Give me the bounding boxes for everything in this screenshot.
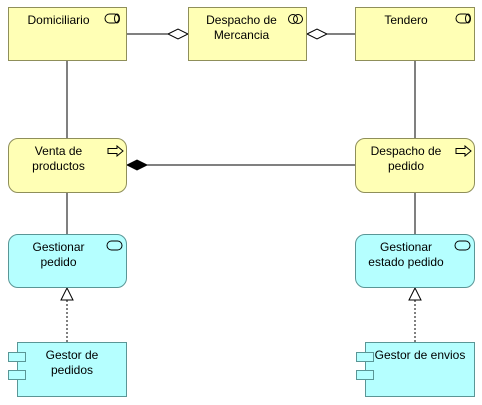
node-domiciliario[interactable]: Domiciliario	[8, 7, 127, 61]
role-icon	[455, 13, 471, 24]
component-tab	[356, 352, 374, 362]
component-tab	[8, 370, 26, 380]
realization-arrowhead	[60, 286, 74, 301]
node-label: Gestor de pedidos	[45, 348, 99, 377]
aggregation-diamond	[305, 28, 329, 40]
role-icon	[104, 13, 120, 24]
component-tab	[8, 352, 26, 362]
node-despacho-mercancia[interactable]: Despacho de Mercancia	[188, 7, 307, 61]
node-gestionar-estado-pedido[interactable]: Gestionar estado pedido	[355, 234, 475, 288]
node-label: Gestionar pedido	[32, 240, 85, 269]
aggregation-diamond	[166, 28, 190, 40]
node-label: Venta de productos	[32, 144, 85, 173]
node-label: Gestor de envios	[374, 348, 466, 362]
node-label: Despacho de pedido	[370, 144, 442, 173]
service-icon	[106, 240, 123, 251]
realization-arrowhead	[408, 286, 422, 301]
node-despacho-pedido[interactable]: Despacho de pedido	[355, 138, 475, 193]
node-venta-productos[interactable]: Venta de productos	[8, 138, 127, 193]
collaboration-icon	[288, 14, 303, 24]
node-label: Despacho de Mercancia	[206, 13, 277, 42]
node-gestionar-pedido[interactable]: Gestionar pedido	[8, 234, 127, 288]
node-label: Tendero	[384, 13, 428, 27]
node-tendero[interactable]: Tendero	[355, 7, 475, 61]
process-arrow-icon	[455, 145, 472, 157]
composition-diamond	[125, 159, 149, 171]
service-icon	[454, 240, 471, 251]
component-tab	[356, 370, 374, 380]
process-arrow-icon	[107, 145, 124, 157]
node-gestor-envios[interactable]: Gestor de envios	[365, 342, 475, 397]
node-label: Gestionar estado pedido	[368, 240, 444, 269]
node-gestor-pedidos[interactable]: Gestor de pedidos	[17, 342, 127, 397]
node-label: Domiciliario	[27, 13, 90, 27]
